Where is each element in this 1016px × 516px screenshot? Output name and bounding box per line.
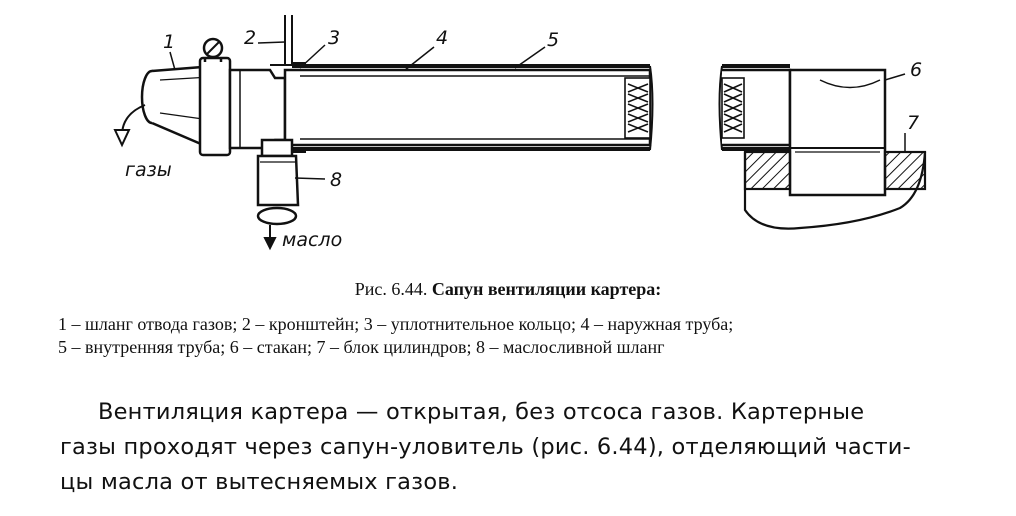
body-line: цы масла от вытесняемых газов.	[60, 469, 459, 495]
oil-drain-hose	[256, 138, 300, 226]
callout-2: 2	[244, 27, 256, 49]
legend-line: 1 – шланг отвода газов; 2 – кронштейн; 3…	[58, 314, 734, 334]
callout-5: 5	[547, 29, 559, 51]
oil-label: масло	[282, 229, 342, 251]
filter-element-left	[624, 77, 651, 139]
breather-diagram: 1 2 3 4 5 6 7 8 газы масло	[113, 15, 927, 251]
figure-caption: Рис. 6.44. Сапун вентиляции картера:	[0, 278, 1016, 300]
callout-8: 8	[330, 169, 342, 191]
callout-4: 4	[436, 27, 448, 49]
sealing-ring	[292, 62, 306, 153]
gas-flow-arrow	[113, 104, 146, 148]
bracket	[270, 15, 300, 66]
cylinder-block	[743, 150, 927, 230]
callout-6: 6	[910, 59, 922, 81]
callout-7: 7	[907, 112, 919, 134]
callout-3: 3	[328, 27, 340, 49]
leader-lines	[169, 41, 906, 180]
body-line: газы проходят через сапун-уловитель (рис…	[60, 434, 911, 460]
breather-cup	[788, 68, 887, 197]
inner-tube	[300, 75, 650, 140]
breather-figure: 1 2 3 4 5 6 7 8 газы масло	[113, 15, 927, 251]
callout-1: 1	[163, 31, 175, 53]
body-paragraph: Вентиляция картера — открытая, без отсос…	[60, 395, 980, 500]
oil-flow-arrow	[263, 225, 277, 251]
filter-element-right	[721, 77, 745, 139]
caption-number: Рис. 6.44.	[354, 279, 428, 299]
hose-clamp	[198, 37, 232, 157]
gases-label: газы	[125, 159, 172, 181]
outer-tube	[283, 64, 652, 151]
legend-line: 5 – внутренняя труба; 6 – стакан; 7 – бл…	[58, 337, 665, 357]
tube-break	[649, 65, 723, 151]
body-line: Вентиляция картера — открытая, без отсос…	[98, 399, 865, 425]
figure-legend: 1 – шланг отвода газов; 2 – кронштейн; 3…	[58, 313, 998, 359]
inlet-fitting	[228, 68, 287, 150]
caption-title: Сапун вентиляции картера:	[431, 279, 662, 299]
